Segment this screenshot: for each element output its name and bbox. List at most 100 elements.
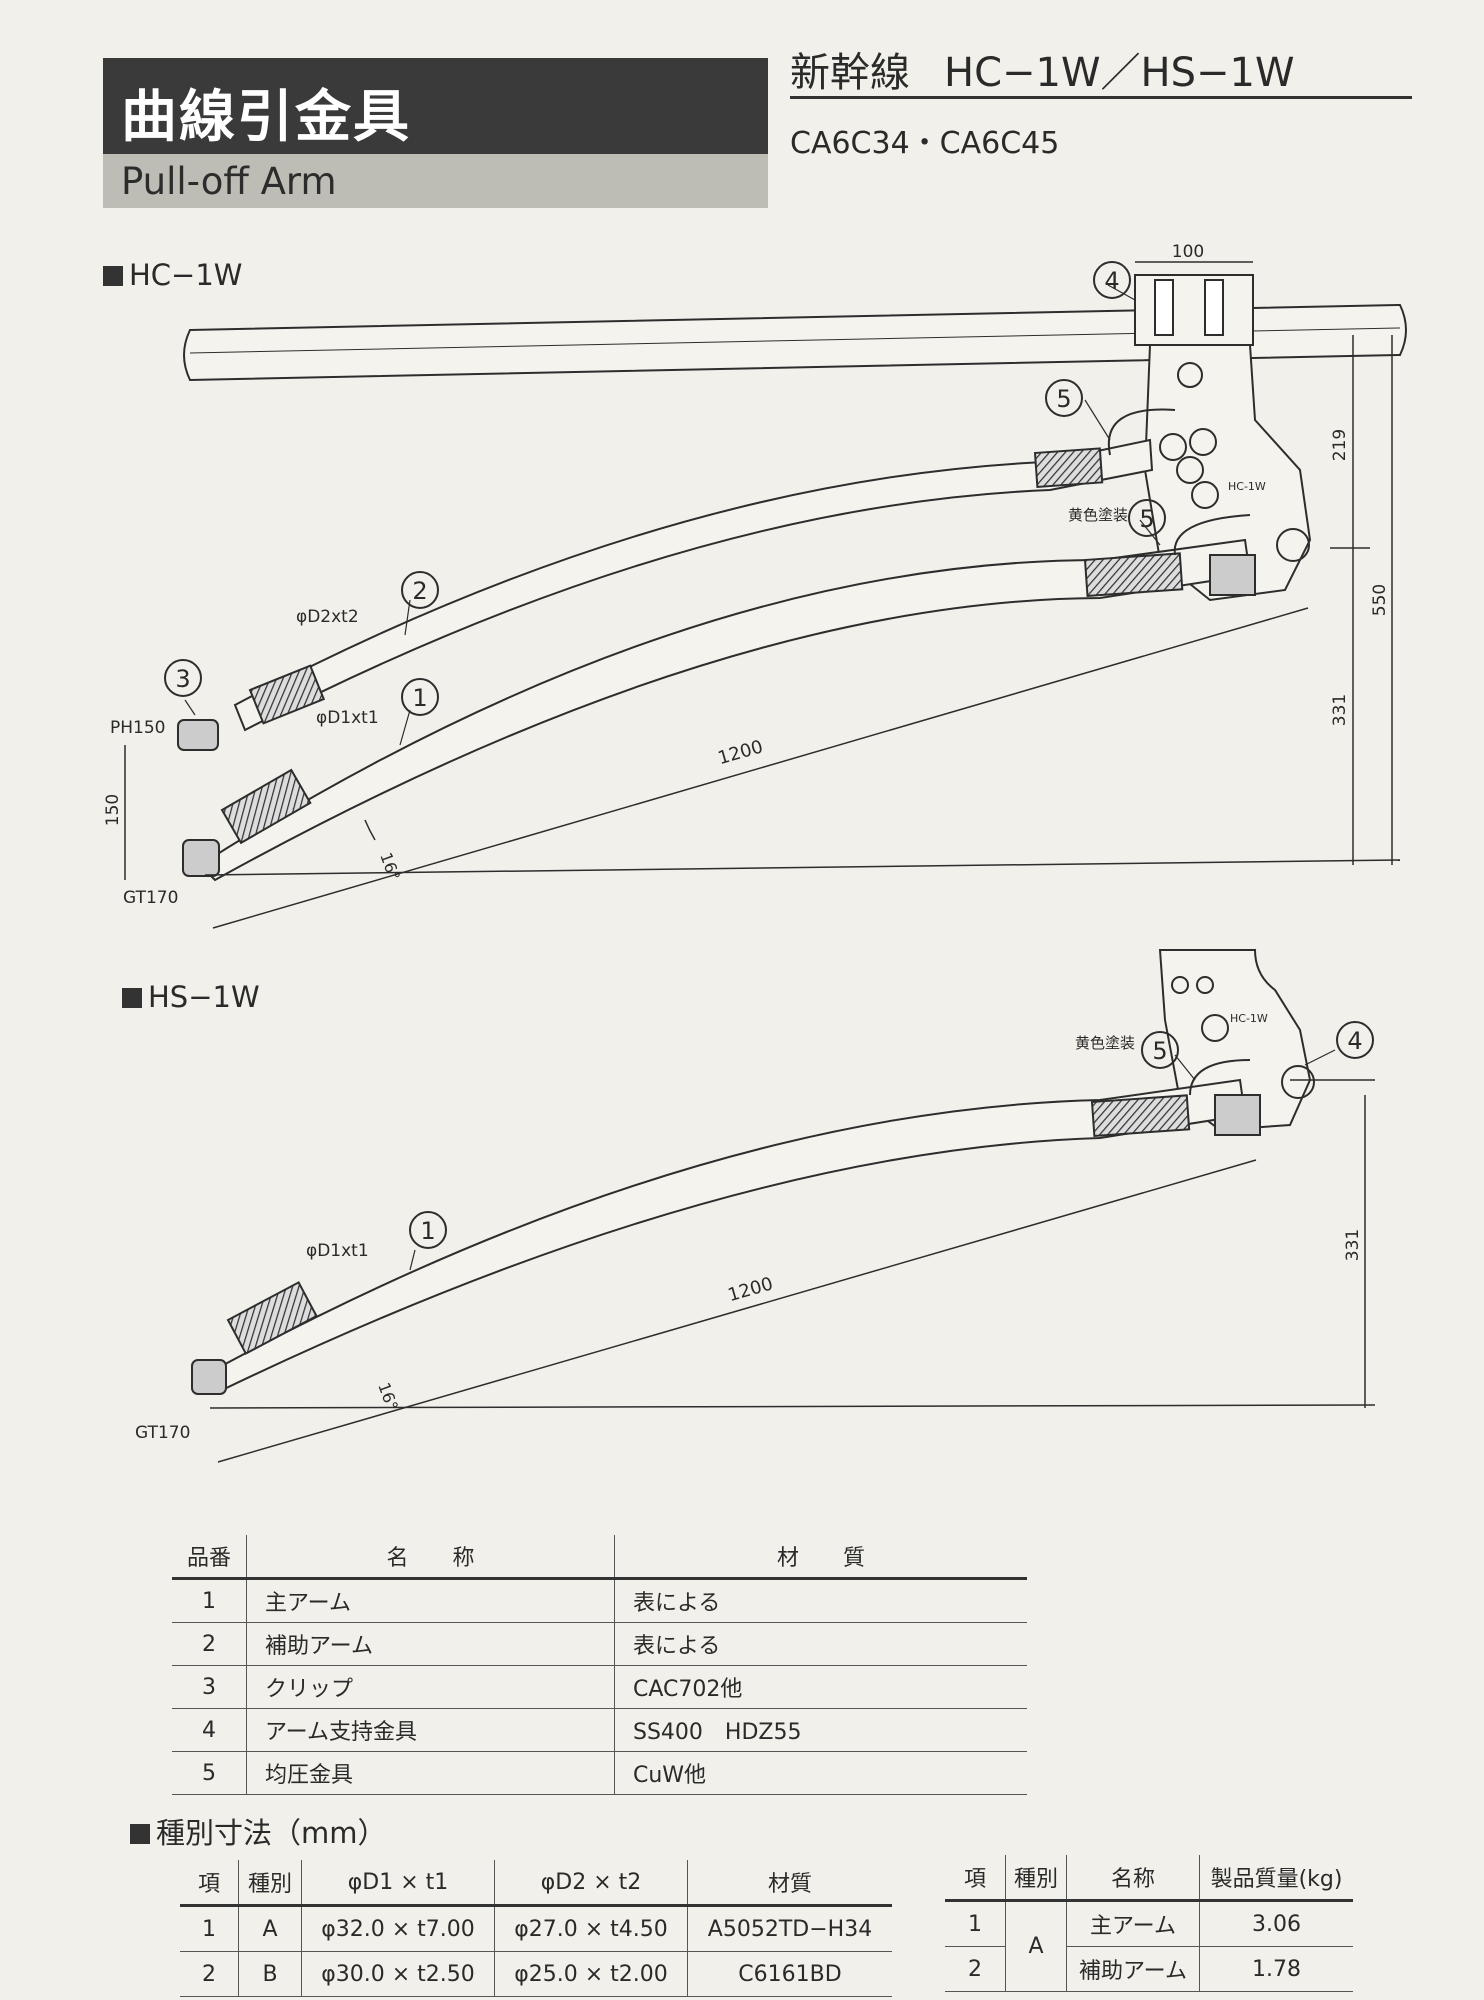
col-header: 項	[180, 1860, 239, 1907]
part-material: 表による	[614, 1578, 1027, 1623]
bolt-hole	[1176, 456, 1204, 484]
arm-sleeve	[1090, 1094, 1191, 1137]
mass-item: 1	[945, 1900, 1006, 1947]
dim-331: 331	[1330, 694, 1350, 726]
col-header: 材質	[687, 1860, 892, 1907]
leader	[1107, 284, 1136, 301]
callout-1: 1	[412, 684, 427, 712]
dims-type: A	[238, 1905, 302, 1952]
col-header: 項	[945, 1855, 1006, 1902]
product-codes: CA6C34・CA6C45	[790, 126, 1060, 161]
dims-d2: φ25.0 × t2.00	[494, 1951, 688, 1997]
arm-sleeve	[248, 664, 326, 725]
leader	[404, 599, 411, 636]
dim-331: 331	[1343, 1229, 1363, 1261]
dim-line-1200	[212, 607, 1309, 929]
mass-table: 項 種別 名称 製品質量(kg) 1 A 主アーム 3.06 2 補助アーム 1…	[945, 1855, 1353, 1992]
section-hc-label: HC−1W	[129, 258, 243, 292]
col-header: 名 称	[246, 1535, 615, 1580]
table-row: 2 B φ30.0 × t2.50 φ25.0 × t2.00 C6161BD	[180, 1951, 892, 1997]
callout-4: 4	[1104, 267, 1119, 295]
callout-1: 1	[420, 1217, 435, 1245]
section-dims-label: 種別寸法（mm）	[156, 1816, 387, 1850]
callout-circle	[409, 1211, 447, 1249]
label-d1: φD1xt1	[306, 1241, 369, 1261]
col-header: 品番	[172, 1535, 247, 1580]
title-band: 曲線引金具	[103, 58, 768, 154]
label-ph150: PH150	[110, 718, 165, 738]
dim-line-1200	[217, 1159, 1257, 1463]
leader	[399, 709, 411, 746]
angle-arc	[364, 819, 376, 841]
dims-d2: φ27.0 × t4.50	[494, 1905, 688, 1952]
dims-item: 2	[180, 1951, 239, 1997]
leader	[1139, 519, 1161, 546]
callout-circle	[1093, 261, 1131, 299]
bullet-square-icon	[130, 1824, 150, 1844]
dims-header-row: 項 種別 φD1 × t1 φD2 × t2 材質	[180, 1860, 892, 1907]
label-yellow: 黄色塗装	[1075, 1034, 1135, 1052]
mass-value: 3.06	[1199, 1900, 1353, 1947]
bolt-hole	[1201, 1014, 1229, 1042]
dims-material: C6161BD	[687, 1951, 892, 1997]
arm-sleeve	[1083, 552, 1184, 597]
label-model: HC-1W	[1230, 1012, 1268, 1025]
bolt-hole	[1177, 362, 1203, 388]
callout-circle	[1045, 379, 1083, 417]
part-material: CAC702他	[614, 1665, 1027, 1709]
part-no: 3	[172, 1665, 247, 1709]
callout-circle	[164, 659, 202, 697]
section-hs: HS−1W	[122, 980, 260, 1014]
dim-1200: 1200	[726, 1273, 776, 1306]
callout-circle	[401, 571, 439, 609]
callout-5b: 5	[1139, 505, 1154, 533]
leader	[1174, 1054, 1196, 1081]
dim-550: 550	[1370, 584, 1390, 616]
bolt-hole	[1191, 481, 1219, 509]
callout-4: 4	[1347, 1027, 1362, 1055]
label-gt170: GT170	[135, 1423, 190, 1443]
part-no: 4	[172, 1708, 247, 1752]
col-header: φD2 × t2	[494, 1860, 688, 1907]
part-no: 1	[172, 1578, 247, 1623]
technical-drawings: 4 5 5 2 1 3 100 219 550 331 150 1200 16°…	[103, 242, 1407, 1463]
end-clamp-gt	[182, 839, 220, 877]
section-hc: HC−1W	[103, 258, 242, 292]
dim-150: 150	[103, 794, 123, 826]
mass-item: 2	[945, 1946, 1006, 1992]
header-rule	[790, 96, 1412, 99]
swivel-fitting	[1214, 1094, 1261, 1136]
label-d2: φD2xt2	[296, 607, 359, 627]
part-material: SS400 HDZ55	[614, 1708, 1027, 1752]
callout-5a: 5	[1056, 385, 1071, 413]
equalizer-wire	[1173, 514, 1251, 556]
label-yellow: 黄色塗装	[1068, 506, 1128, 524]
parts-header-row: 品番 名 称 材 質	[172, 1535, 1027, 1580]
mass-name: 補助アーム	[1066, 1946, 1200, 1992]
bolt-hole	[1276, 528, 1310, 562]
series-prefix: 新幹線	[790, 50, 910, 96]
part-name: 補助アーム	[246, 1622, 615, 1666]
bullet-square-icon	[122, 988, 142, 1008]
dims-material: A5052TD−H34	[687, 1905, 892, 1952]
bolt-hole	[1196, 976, 1214, 994]
arm-support-plate	[1143, 344, 1312, 602]
hs-drawing	[191, 949, 1376, 1463]
part-material: CuW他	[614, 1751, 1027, 1795]
arm-sleeve	[220, 768, 312, 845]
dim-1200: 1200	[716, 736, 766, 769]
bracket-clamp	[1134, 274, 1254, 346]
arm-sleeve	[226, 1281, 318, 1355]
section-hs-label: HS−1W	[148, 980, 260, 1014]
hs-labels: 4 5 1 331 1200 16° GT170 φD1xt1 黄色塗装 HC-…	[135, 1012, 1363, 1443]
mass-type: A	[1005, 1900, 1067, 1992]
dims-d1: φ32.0 × t7.00	[301, 1905, 495, 1952]
main-arm	[203, 1078, 1247, 1394]
part-no: 2	[172, 1622, 247, 1666]
angle-16: 16°	[376, 850, 404, 883]
